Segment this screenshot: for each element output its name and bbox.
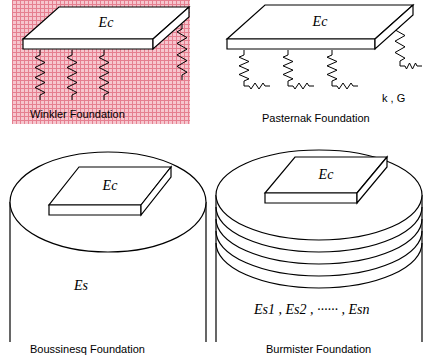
caption: Boussinesq Foundation (30, 343, 145, 356)
spring-symbol (283, 50, 293, 86)
caption: Burmister Foundation (266, 343, 371, 356)
plate-face (49, 205, 141, 215)
highlight-panel (12, 0, 190, 124)
soil-surface (216, 150, 422, 240)
soil-side (9, 202, 10, 342)
spring-symbol (67, 50, 77, 100)
soil-side (421, 195, 422, 342)
plate: Ec (22, 6, 190, 50)
modulus-label: Ec (103, 178, 118, 194)
modulus-label: Es (74, 278, 88, 294)
modulus-label: Ec (99, 15, 114, 31)
spring-symbol (35, 50, 45, 100)
plate: Ec (48, 166, 172, 216)
plate: Ec (264, 156, 388, 204)
spring-symbol (239, 50, 249, 86)
plate-face (357, 157, 387, 203)
spring-symbol (177, 24, 187, 80)
spring-symbol (244, 83, 270, 89)
plate-face (141, 167, 171, 215)
modulus-label: Ec (313, 14, 328, 30)
parameter-label: k , G (382, 92, 405, 105)
soil-surface (10, 152, 206, 252)
plate-face (265, 193, 357, 203)
layer-boundary (216, 243, 422, 288)
spring-symbol (288, 83, 314, 89)
spring-symbol (400, 63, 422, 69)
spring-symbol (332, 83, 358, 89)
plate-face (227, 39, 375, 49)
spring-symbol (327, 50, 337, 86)
plate-face (153, 7, 189, 49)
modulus-label: Es1 , Es2 , ······ , Esn (254, 302, 370, 318)
caption: Winkler Foundation (30, 108, 125, 121)
soil-side (205, 202, 206, 342)
caption: Pasternak Foundation (262, 112, 370, 125)
soil-layers: Es1 , Es2 , ······ , Esn Ec (214, 148, 424, 342)
soil-halfspace: Es Ec (8, 150, 208, 342)
plate-face (375, 5, 413, 49)
plate-face (23, 39, 153, 49)
modulus-label: Ec (319, 167, 334, 183)
soil-side (215, 195, 216, 342)
spring-symbol (99, 50, 109, 100)
plate: Ec (226, 4, 414, 50)
panel: Winkler Foundation Ec (12, 0, 190, 124)
